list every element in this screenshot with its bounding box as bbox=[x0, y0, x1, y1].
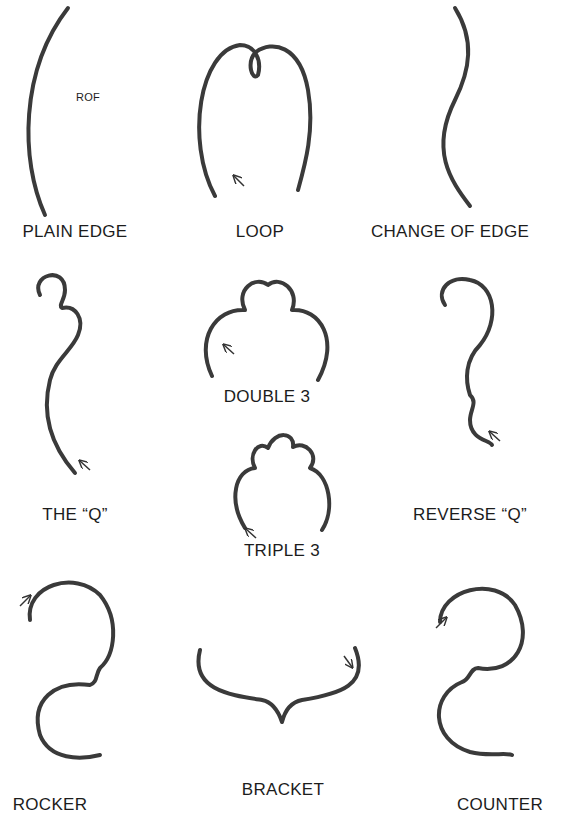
figure-name: LOOP bbox=[236, 222, 284, 242]
figure-name: PLAIN EDGE bbox=[22, 222, 127, 242]
direction-arrow bbox=[344, 656, 352, 667]
reverse-q-curve bbox=[442, 279, 493, 445]
direction-arrow bbox=[436, 618, 446, 628]
loop-curve bbox=[199, 45, 310, 196]
figure-name: THE “Q” bbox=[42, 505, 107, 525]
triple-3-curve bbox=[235, 435, 329, 530]
figure-name: ROCKER bbox=[13, 795, 88, 815]
direction-arrow bbox=[80, 461, 90, 470]
figure-name: REVERSE “Q” bbox=[413, 505, 527, 525]
q-curve bbox=[38, 275, 80, 473]
counter-curve bbox=[439, 589, 523, 755]
direction-arrow bbox=[234, 176, 244, 186]
figure-name: TRIPLE 3 bbox=[244, 541, 320, 561]
rocker-curve bbox=[30, 583, 114, 758]
double-3-curve bbox=[206, 282, 328, 380]
direction-arrow bbox=[246, 529, 256, 538]
figure-name: CHANGE OF EDGE bbox=[371, 222, 529, 242]
plain-edge-curve bbox=[28, 8, 68, 215]
figure-name: DOUBLE 3 bbox=[224, 387, 311, 407]
figure-name: BRACKET bbox=[242, 780, 324, 800]
bracket-curve bbox=[198, 648, 359, 722]
figure-name: COUNTER bbox=[457, 795, 543, 815]
change-of-edge-curve bbox=[443, 8, 470, 206]
edge-code: ROF bbox=[76, 91, 100, 104]
direction-arrow bbox=[20, 596, 30, 606]
direction-arrow bbox=[224, 345, 234, 354]
direction-arrow bbox=[490, 432, 500, 441]
